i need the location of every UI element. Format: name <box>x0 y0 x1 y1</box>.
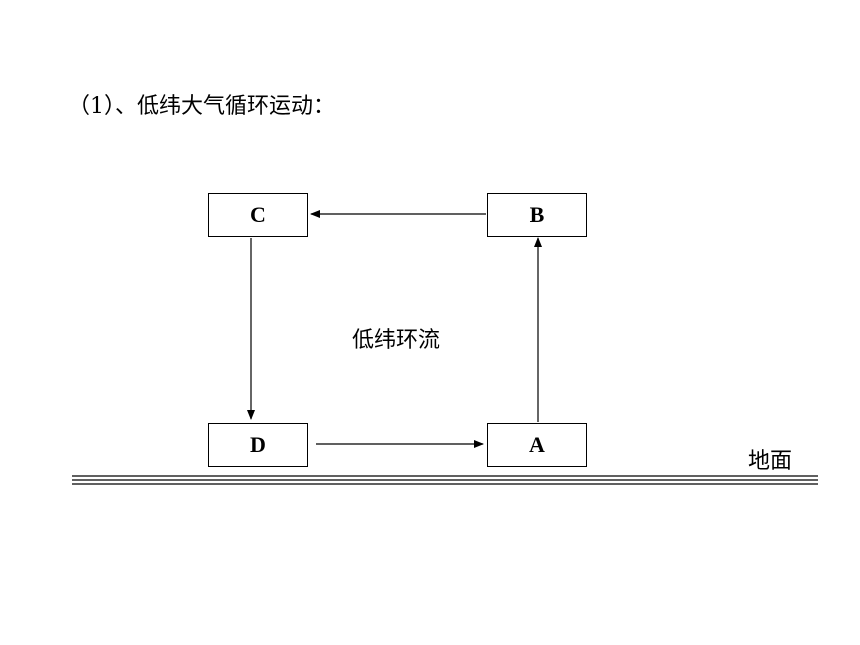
ground-line <box>72 475 818 485</box>
node-b-label: B <box>529 202 545 227</box>
node-c: C <box>208 193 308 237</box>
node-b: B <box>487 193 587 237</box>
diagram-heading: （1）、低纬大气循环运动： <box>68 94 335 119</box>
node-d: D <box>208 423 308 467</box>
circulation-label: 低纬环流 <box>352 328 441 353</box>
node-a-label: A <box>529 432 545 457</box>
node-d-label: D <box>250 432 266 457</box>
node-a: A <box>487 423 587 467</box>
node-c-label: C <box>250 202 266 227</box>
ground-label: 地面 <box>748 449 793 474</box>
